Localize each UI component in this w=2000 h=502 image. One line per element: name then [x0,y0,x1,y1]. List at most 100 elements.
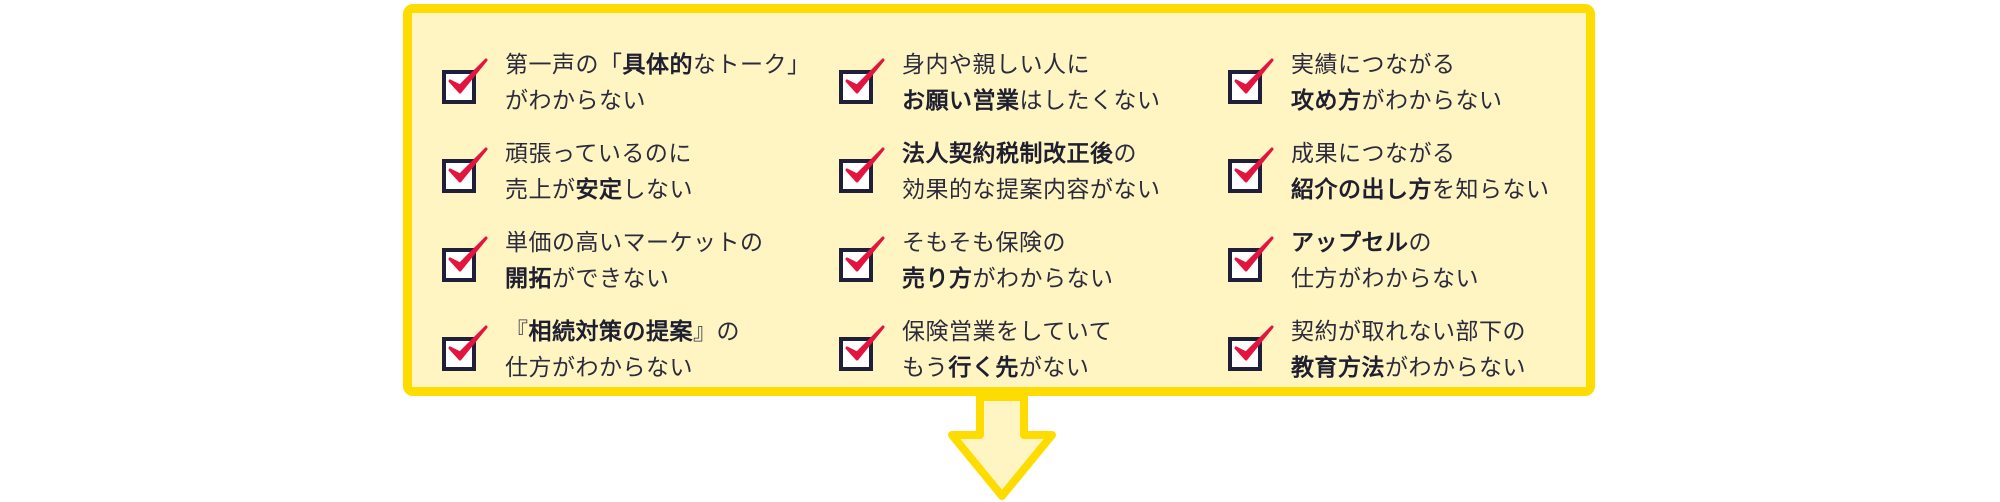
checklist-item: 実績につながる攻め方がわからない [1228,38,1568,127]
check-mark-icon [1234,325,1274,360]
checklist-item: 単価の高いマーケットの開拓ができない [442,216,839,305]
plain-text: 『 [505,318,529,345]
checklist-item: 法人契約税制改正後の効果的な提案内容がない [839,127,1228,216]
down-arrow-icon [948,395,1056,500]
checklist-item-text: そもそも保険の売り方がわからない [902,225,1114,297]
checklist-panel: 第一声の「具体的なトーク」がわからない 身内や親しい人にお願い営業はしたくない … [403,4,1595,396]
plain-text: 第一声の「 [505,51,623,78]
checklist-item-line: がわからない [505,83,811,119]
plain-text: 単価の高いマーケットの [505,229,764,256]
emphasis-text: 売り方 [902,265,973,292]
checklist-item-text: 身内や親しい人にお願い営業はしたくない [902,47,1161,119]
plain-text: 保険営業をしていて [902,318,1113,345]
plain-text: がわからない [972,265,1114,292]
checklist-item-text: 契約が取れない部下の教育方法がわからない [1291,314,1526,386]
checklist-item: 頑張っているのに売上が安定しない [442,127,839,216]
plain-text: 成果につながる [1291,140,1456,167]
plain-text: 』の [693,318,740,345]
checkbox-checked-icon [839,236,885,282]
checklist-item-text: 成果につながる紹介の出し方を知らない [1291,136,1550,208]
checklist-item-line: そもそも保険の [902,225,1114,261]
checklist-item: そもそも保険の売り方がわからない [839,216,1228,305]
emphasis-text: 開拓 [505,265,552,292]
checklist-item-line: 仕方がわからない [505,350,740,386]
plain-text: はしたくない [1019,87,1161,114]
check-mark-icon [1234,147,1274,182]
checklist-item-line: お願い営業はしたくない [902,83,1161,119]
emphasis-text: 具体的 [622,51,693,78]
checkbox-checked-icon [442,236,488,282]
check-mark-icon [448,325,488,360]
checklist-item-line: 紹介の出し方を知らない [1291,172,1550,208]
plain-text: 身内や親しい人に [902,51,1090,78]
checklist-item-line: 実績につながる [1291,47,1503,83]
plain-text: 効果的な提案内容がない [902,176,1161,203]
checklist-item: 保険営業をしていてもう行く先がない [839,305,1228,394]
checklist-item-line: 単価の高いマーケットの [505,225,764,261]
check-mark-icon [1234,58,1274,93]
checkbox-checked-icon [839,58,885,104]
checklist-item-line: 『相続対策の提案』の [505,314,740,350]
checklist-item-text: 保険営業をしていてもう行く先がない [902,314,1112,386]
checkbox-checked-icon [1228,147,1274,193]
check-mark-icon [448,147,488,182]
checkbox-checked-icon [1228,58,1274,104]
check-mark-icon [845,325,885,360]
checkbox-checked-icon [1228,325,1274,371]
checkbox-checked-icon [442,325,488,371]
down-arrow-shape [948,395,1056,500]
plain-text: 仕方がわからない [505,354,693,381]
plain-text: 仕方がわからない [1291,265,1479,292]
plain-text: 売上が [505,176,576,203]
emphasis-text: 攻め方 [1291,87,1362,114]
checklist-item-text: 第一声の「具体的なトーク」がわからない [505,47,811,119]
checklist-item-text: 実績につながる攻め方がわからない [1291,47,1503,119]
emphasis-text: 教育方法 [1291,354,1385,381]
checkbox-checked-icon [839,147,885,193]
plain-text: そもそも保険の [902,229,1067,256]
checklist-item-line: 法人契約税制改正後の [902,136,1161,172]
checklist-item-text: 単価の高いマーケットの開拓ができない [505,225,764,297]
emphasis-text: 行く先 [948,354,1019,381]
check-mark-icon [845,147,885,182]
emphasis-text: 法人契約税制改正後 [902,140,1114,167]
checklist-item: 身内や親しい人にお願い営業はしたくない [839,38,1228,127]
check-mark-icon [448,58,488,93]
emphasis-text: お願い営業 [902,87,1020,114]
checklist-item-line: 売上が安定しない [505,172,693,208]
checklist-item: 第一声の「具体的なトーク」がわからない [442,38,839,127]
checklist-item-line: 仕方がわからない [1291,261,1479,297]
checklist-item-line: 頑張っているのに [505,136,693,172]
checkbox-checked-icon [442,147,488,193]
plain-text: ができない [552,265,670,292]
checklist-item-text: 頑張っているのに売上が安定しない [505,136,693,208]
plain-text: の [1113,140,1137,167]
checklist-grid: 第一声の「具体的なトーク」がわからない 身内や親しい人にお願い営業はしたくない … [442,38,1568,394]
check-mark-icon [845,58,885,93]
checklist-item-line: 売り方がわからない [902,261,1114,297]
plain-text: 実績につながる [1291,51,1456,78]
checklist-item-line: 効果的な提案内容がない [902,172,1161,208]
checklist-item-line: アップセルの [1291,225,1479,261]
emphasis-text: アップセル [1291,229,1409,256]
checklist-item-line: もう行く先がない [902,350,1112,386]
plain-text: 頑張っているのに [505,140,692,167]
plain-text: 契約が取れない部下の [1291,318,1526,345]
checklist-item: 契約が取れない部下の教育方法がわからない [1228,305,1568,394]
check-mark-icon [1234,236,1274,271]
checklist-item-line: 身内や親しい人に [902,47,1161,83]
plain-text: がわからない [1385,354,1526,381]
checklist-item: アップセルの仕方がわからない [1228,216,1568,305]
plain-text: を知らない [1432,176,1550,203]
plain-text: がわからない [505,87,646,114]
emphasis-text: 相続対策の提案 [528,318,693,345]
checklist-item-line: 成果につながる [1291,136,1550,172]
checklist-item: 『相続対策の提案』の仕方がわからない [442,305,839,394]
checkbox-checked-icon [442,58,488,104]
checkbox-checked-icon [1228,236,1274,282]
plain-text: もう [902,354,949,381]
checklist-item-text: アップセルの仕方がわからない [1291,225,1479,297]
checklist-item-line: 教育方法がわからない [1291,350,1526,386]
plain-text: しない [622,176,693,203]
emphasis-text: 安定 [575,176,623,203]
